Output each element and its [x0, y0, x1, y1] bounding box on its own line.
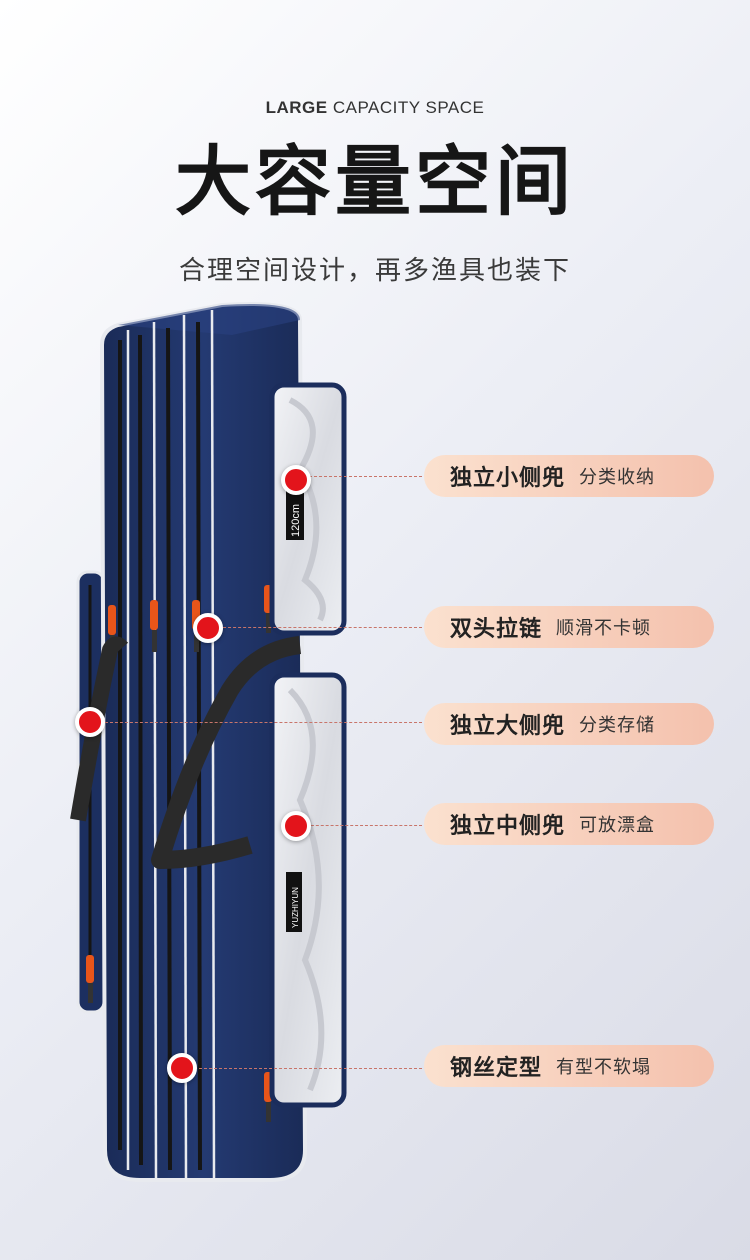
english-headline-bold: LARGE [265, 98, 328, 117]
callout-dot-steel-wire [167, 1053, 197, 1083]
feature-desc: 可放漂盒 [579, 815, 656, 836]
feature-title: 独立大侧兜 [450, 714, 566, 739]
feature-title: 钢丝定型 [450, 1056, 543, 1081]
feature-title: 独立小侧兜 [450, 466, 566, 491]
english-headline-rest: CAPACITY SPACE [332, 98, 485, 117]
chinese-subtitle: 合理空间设计，再多渔具也装下 [178, 256, 571, 286]
compartment-seam [182, 314, 188, 1179]
feature-desc: 顺滑不卡顿 [556, 618, 652, 639]
callout-dot-zipper [193, 613, 223, 643]
size-label-tag [286, 488, 304, 540]
small-pocket-emboss [288, 397, 326, 622]
feature-pill-mid-pocket: 独立中侧兜 可放漂盒 [424, 803, 714, 845]
small-side-pocket[interactable] [269, 382, 347, 636]
compartment-seam [210, 309, 216, 1179]
brand-label: YUZHIYUN [291, 887, 300, 928]
feature-title: 双头拉链 [450, 617, 543, 642]
feature-pill-steel-wire: 钢丝定型 有型不软塌 [424, 1045, 714, 1087]
zipper-track[interactable] [166, 327, 172, 1171]
compartment-seam [152, 321, 158, 1179]
leader-line-2 [218, 627, 422, 628]
shoulder-strap[interactable] [151, 636, 302, 869]
feature-pill-zipper: 双头拉链 顺滑不卡顿 [424, 606, 714, 648]
callout-dot-mid-pocket [281, 811, 311, 841]
leader-line-3 [100, 722, 422, 723]
chinese-headline: 大容量空间 [175, 137, 575, 226]
feature-pill-big-pocket: 独立大侧兜 分类存储 [424, 703, 714, 745]
big-pocket-emboss [287, 687, 325, 1092]
shoulder-strap-lower[interactable] [70, 636, 129, 822]
callout-dot-big-pocket [75, 707, 105, 737]
leader-line-5 [194, 1068, 422, 1069]
leader-line-1 [304, 476, 422, 477]
english-headline: LARGE CAPACITY SPACE [0, 98, 750, 118]
size-label: 120cm [290, 504, 302, 537]
feature-desc: 分类存储 [579, 715, 656, 736]
leader-line-4 [306, 825, 422, 826]
feature-desc: 分类收纳 [579, 467, 656, 488]
callout-dot-small-pocket [281, 465, 311, 495]
feature-title: 独立中侧兜 [450, 814, 566, 839]
feature-pill-small-pocket: 独立小侧兜 分类收纳 [424, 455, 714, 497]
zipper-track[interactable] [138, 334, 143, 1166]
bag-top-lid [118, 304, 300, 335]
big-side-pocket[interactable] [269, 672, 347, 1108]
brand-label-tag [286, 872, 302, 932]
feature-desc: 有型不软塌 [556, 1057, 652, 1078]
